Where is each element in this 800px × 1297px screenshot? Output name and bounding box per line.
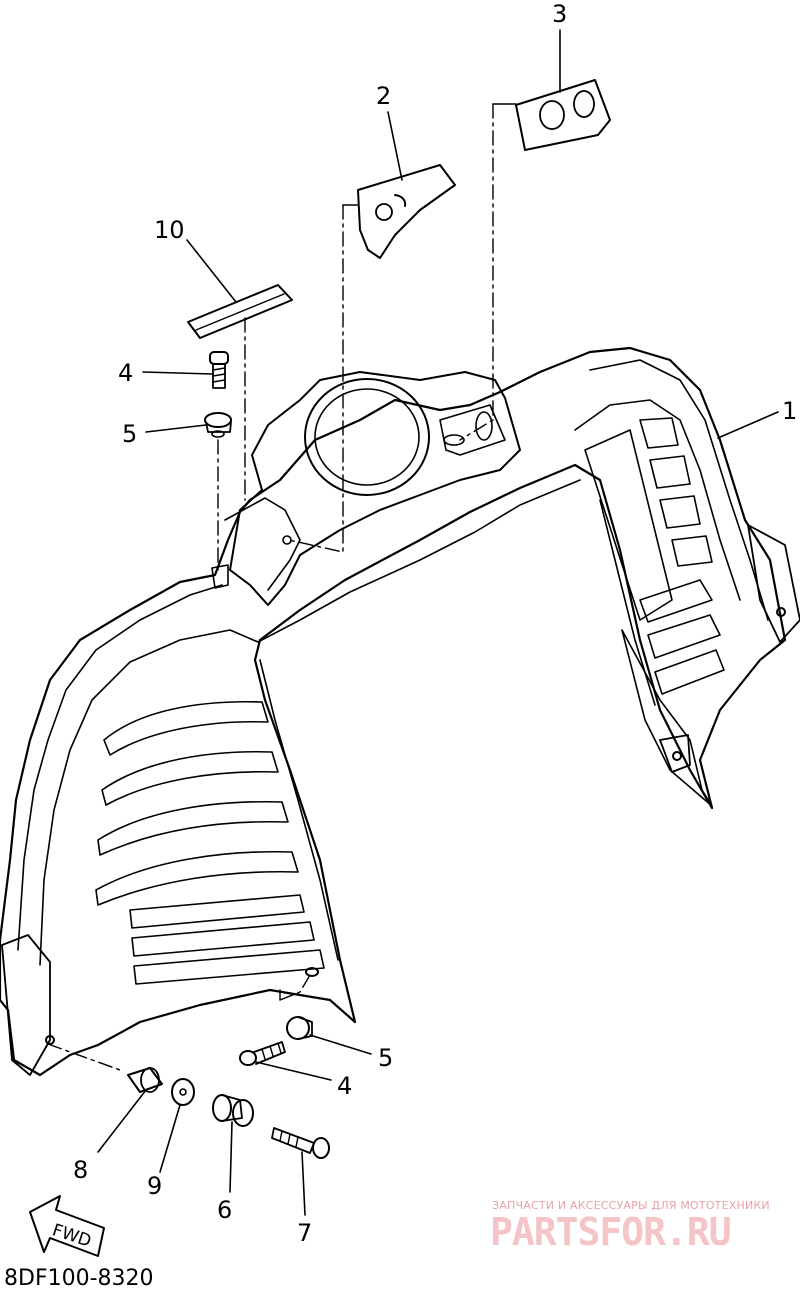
bolt-part-4-upper — [209, 351, 229, 389]
grommet-part-6 — [212, 1094, 254, 1127]
collar-part-8 — [127, 1067, 163, 1093]
bolt-part-7 — [271, 1127, 330, 1159]
bolt-part-4-lower — [239, 1041, 286, 1066]
watermark-tagline: ЗАПЧАСТИ И АКСЕССУАРЫ ДЛЯ МОТОТЕХНИКИ — [492, 1199, 770, 1212]
washer-part-9 — [171, 1078, 195, 1106]
callout-7: 7 — [297, 1219, 312, 1247]
callout-2: 2 — [376, 82, 391, 110]
callout-10: 10 — [154, 216, 185, 244]
assembly-lines — [47, 103, 494, 1071]
watermark-logo: PARTSFOR.RU — [490, 1210, 732, 1254]
callout-5-upper: 5 — [122, 420, 137, 448]
grommet-part-5-upper — [204, 412, 232, 438]
diagram-code: 8DF100-8320 — [4, 1266, 154, 1291]
callout-4-upper: 4 — [118, 359, 133, 387]
left-vent-ribs — [95, 700, 325, 985]
bracket-plate-part-3 — [515, 79, 611, 151]
callout-3: 3 — [552, 0, 567, 28]
fwd-arrow: FWD — [29, 1195, 105, 1257]
leader-lines — [97, 29, 779, 1216]
leg-shield-panel — [0, 346, 800, 1077]
callout-6: 6 — [217, 1196, 232, 1224]
right-vent-ribs — [584, 417, 725, 807]
callout-1: 1 — [782, 397, 797, 425]
callout-9: 9 — [147, 1172, 162, 1200]
grommet-part-5-lower — [286, 1016, 313, 1040]
callout-8: 8 — [73, 1156, 88, 1184]
meter-housing — [211, 371, 521, 606]
callout-5-lower: 5 — [378, 1044, 393, 1072]
trim-strip-part-10 — [187, 284, 293, 339]
bracket-plate-part-2 — [357, 164, 456, 259]
callout-4-lower: 4 — [337, 1072, 352, 1100]
bracket-lines — [279, 103, 517, 1001]
